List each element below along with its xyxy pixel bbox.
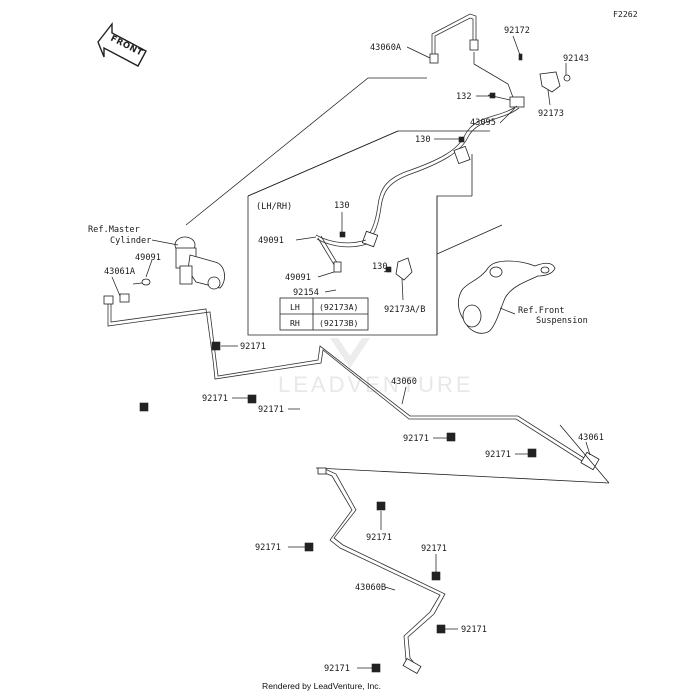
label-92173: 92173 (538, 109, 564, 119)
footer-credit: Rendered by LeadVenture, Inc. (262, 681, 381, 691)
bracket-92173 (518, 53, 561, 93)
brake-hose-43095 (365, 105, 518, 239)
label-92171-a: 92171 (240, 342, 266, 352)
label-92171-d: 92171 (403, 434, 429, 444)
label-92172: 92172 (504, 26, 530, 36)
front-suspension-knuckle (458, 260, 556, 334)
label-92171-i: 92171 (461, 625, 487, 635)
clamp-92173ab (385, 257, 413, 281)
label-92143: 92143 (563, 54, 589, 64)
label-49091-left: 49091 (135, 253, 161, 263)
ref-master-cylinder-1: Ref.Master (88, 225, 140, 235)
label-130-top: 130 (415, 135, 431, 145)
figure-id: F2262 (613, 9, 638, 19)
label-92171-j: 92171 (324, 664, 350, 674)
clip-92171-b (247, 394, 257, 404)
table-part-rh: (92173B) (319, 318, 358, 328)
brake-line-43060b (321, 471, 441, 667)
clip-92171-d (446, 432, 456, 442)
front-arrow-icon: FRONT (97, 21, 147, 67)
clip-92171-f (376, 501, 386, 511)
clip-92171-h (431, 571, 441, 581)
ref-front-suspension-1: Ref.Front (518, 306, 565, 316)
label-92171-h: 92171 (421, 544, 447, 554)
master-cylinder (174, 236, 225, 290)
box-title: (LH/RH) (256, 202, 292, 212)
label-49091-box2: 49091 (285, 273, 311, 283)
label-49091-box1: 49091 (258, 236, 284, 246)
clip-92171-i (436, 624, 446, 634)
table-side-lh: LH (290, 302, 300, 312)
table-part-lh: (92173A) (319, 302, 358, 312)
fitting-43060a-upper (469, 39, 479, 51)
ref-master-cylinder-2: Cylinder (110, 236, 151, 246)
watermark: LEADVENTURE (278, 338, 474, 397)
label-43095: 43095 (470, 118, 496, 128)
ref-front-suspension-2: Suspension (536, 316, 588, 326)
clip-92171-a (211, 341, 221, 351)
watermark-text: LEADVENTURE (278, 372, 474, 397)
label-43061: 43061 (578, 433, 604, 443)
brake-line-43060 (107, 303, 585, 459)
label-92171-b: 92171 (202, 394, 228, 404)
brake-line-43060a (431, 13, 477, 56)
detail-box-top-edge (247, 130, 490, 197)
label-92173ab: 92173A/B (384, 305, 425, 315)
clip-92171-g (304, 542, 314, 552)
nut-92143 (563, 74, 571, 82)
washer-49091 (141, 278, 151, 286)
label-43060b: 43060B (355, 583, 386, 593)
side-table: LH (92173A) RH (92173B) (279, 297, 369, 331)
label-43060: 43060 (391, 377, 417, 387)
table-side-rh: RH (290, 318, 300, 328)
label-92171-f: 92171 (366, 533, 392, 543)
label-92171-c: 92171 (258, 405, 284, 415)
clip-92171-c (139, 402, 149, 412)
label-43060a: 43060A (370, 43, 402, 53)
label-132: 132 (456, 92, 472, 102)
clip-92171-j (371, 663, 381, 673)
clip-92171-e (527, 448, 537, 458)
label-92171-e: 92171 (485, 450, 511, 460)
label-92171-g: 92171 (255, 543, 281, 553)
label-130-right: 130 (372, 262, 388, 272)
hose-clamp-box (361, 230, 379, 248)
joint-43095 (487, 92, 525, 108)
label-130-box: 130 (334, 201, 350, 211)
fitting-43060a-lower (429, 53, 439, 64)
banjo-bolt-92154 (333, 261, 342, 273)
label-43061a: 43061A (104, 267, 136, 277)
hose-clamp-130-top (453, 145, 471, 165)
label-92154: 92154 (293, 288, 319, 298)
fitting-43061a (119, 293, 130, 303)
fitting-43060b (402, 657, 422, 675)
